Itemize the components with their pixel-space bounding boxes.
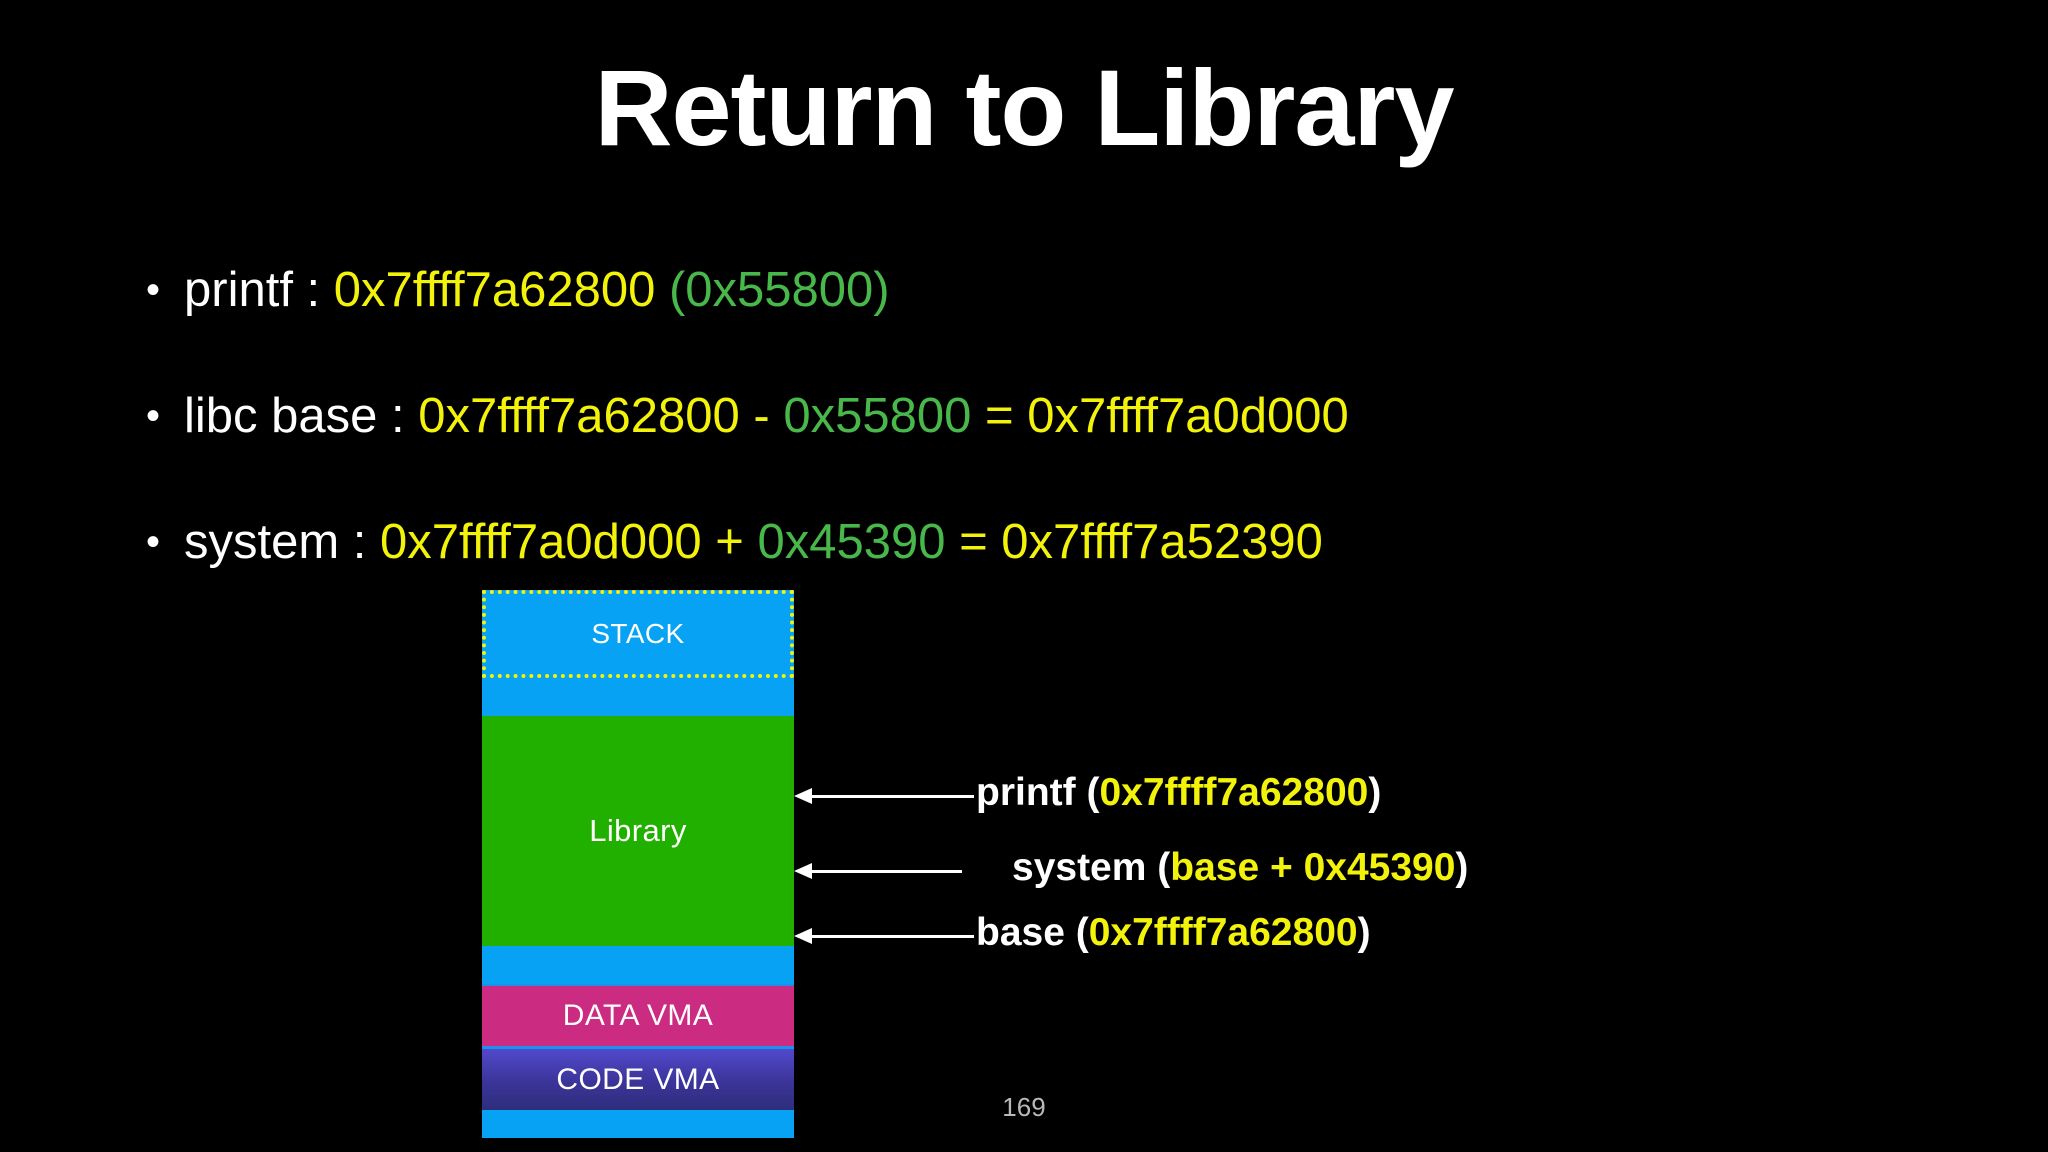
bullet-label: system : bbox=[184, 515, 381, 569]
bullet-token: 0x7ffff7a0d000 bbox=[1027, 389, 1349, 443]
annotation-value: 0x7ffff7a62800 bbox=[1099, 771, 1369, 814]
bullet-token: + bbox=[701, 515, 758, 569]
list-item: • printf : 0x7ffff7a62800 (0x55800) bbox=[140, 258, 1940, 384]
bullet-dot-icon: • bbox=[146, 394, 161, 438]
memory-segment-data-vma: DATA VMA bbox=[482, 984, 794, 1046]
annotation-prefix: printf ( bbox=[976, 771, 1100, 814]
annotation-label: printf (0x7ffff7a62800) bbox=[976, 767, 1381, 819]
annotation-suffix: ) bbox=[1357, 911, 1371, 954]
memory-segment-gap-mid bbox=[482, 946, 794, 984]
annotation-prefix: base ( bbox=[976, 911, 1089, 954]
annotation-label: system (base + 0x45390) bbox=[1012, 842, 1468, 894]
bullet-token: - bbox=[739, 389, 784, 443]
bullet-token: 0x7ffff7a62800 bbox=[333, 263, 656, 317]
bullet-label: libc base : bbox=[184, 389, 419, 443]
arrow-line-icon bbox=[810, 870, 962, 873]
bullet-list: • printf : 0x7ffff7a62800 (0x55800) • li… bbox=[140, 258, 1940, 636]
arrow-head-icon bbox=[794, 788, 812, 804]
bullet-token: 0x55800 bbox=[685, 263, 874, 317]
bullet-token: 0x7ffff7a0d000 bbox=[380, 515, 702, 569]
bullet-token: 0x55800 bbox=[783, 389, 972, 443]
page-title: Return to Library bbox=[594, 47, 1454, 168]
bullet-dot-icon: • bbox=[146, 268, 161, 312]
bullet-token: ) bbox=[873, 263, 890, 317]
bullet-text: printf : 0x7ffff7a62800 (0x55800) bbox=[184, 258, 890, 322]
memory-segment-gap-bottom bbox=[482, 1110, 794, 1138]
memory-segment-library: Library bbox=[482, 716, 794, 946]
annotation-value: base + 0x45390 bbox=[1170, 846, 1456, 889]
bullet-dot-icon: • bbox=[146, 520, 161, 564]
arrow-line-icon bbox=[810, 935, 974, 938]
bullet-text: system : 0x7ffff7a0d000 + 0x45390 = 0x7f… bbox=[184, 510, 1323, 574]
memory-segment-stack: STACK bbox=[482, 590, 794, 678]
memory-map-diagram: STACK Library DATA VMA CODE VMA bbox=[482, 590, 794, 1138]
annotation-prefix: system ( bbox=[1012, 846, 1171, 889]
bullet-token: = bbox=[945, 515, 1002, 569]
memory-segment-code-vma: CODE VMA bbox=[482, 1046, 794, 1110]
arrow-head-icon bbox=[794, 863, 812, 879]
list-item: • system : 0x7ffff7a0d000 + 0x45390 = 0x… bbox=[140, 510, 1940, 636]
memory-segment-gap-top bbox=[482, 678, 794, 716]
arrow-line-icon bbox=[810, 795, 974, 798]
bullet-token: 0x7ffff7a52390 bbox=[1001, 515, 1323, 569]
list-item: • libc base : 0x7ffff7a62800 - 0x55800 =… bbox=[140, 384, 1940, 510]
bullet-token: 0x45390 bbox=[757, 515, 946, 569]
bullet-label: printf : bbox=[184, 263, 334, 317]
page-number: 169 bbox=[1002, 1092, 1046, 1122]
arrow-head-icon bbox=[794, 928, 812, 944]
bullet-token: ( bbox=[655, 263, 686, 317]
annotation-suffix: ) bbox=[1368, 771, 1382, 814]
annotation-suffix: ) bbox=[1455, 846, 1469, 889]
bullet-token: = bbox=[971, 389, 1028, 443]
annotation-label: base (0x7ffff7a62800) bbox=[976, 907, 1371, 959]
annotation-value: 0x7ffff7a62800 bbox=[1088, 911, 1358, 954]
bullet-text: libc base : 0x7ffff7a62800 - 0x55800 = 0… bbox=[184, 384, 1349, 448]
bullet-token: 0x7ffff7a62800 bbox=[418, 389, 740, 443]
